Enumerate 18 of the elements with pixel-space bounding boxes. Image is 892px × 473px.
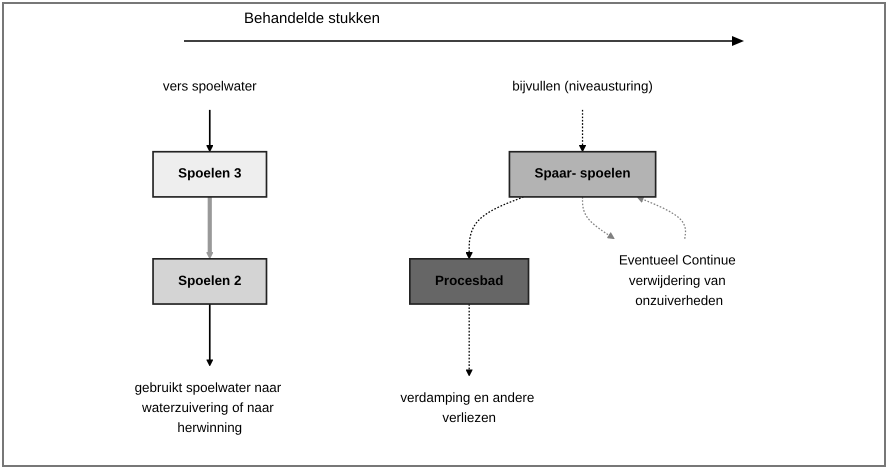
node-text: verdamping en andere verliezen (400, 391, 534, 426)
node-text: gebruikt spoelwater naar waterzuivering of naar herwinning (134, 381, 281, 436)
arrow (206, 196, 213, 260)
node-box: Spoelen 2 (152, 258, 267, 305)
node-box: Spaar- spoelen (508, 150, 656, 198)
direction-label: Behandelde stukken (244, 10, 380, 27)
arrow (465, 304, 472, 376)
node-text: bijvullen (niveausturing) (512, 80, 652, 94)
arrow (581, 196, 614, 240)
node-text: vers spoelwater (162, 80, 256, 94)
node-box: Procesbad (408, 258, 529, 305)
arrow (465, 196, 524, 260)
arrow (206, 304, 213, 366)
arrow (636, 196, 686, 239)
arrow (206, 110, 213, 152)
node-box: Spoelen 3 (152, 150, 267, 198)
arrow (578, 110, 586, 152)
node-text: Eventueel Continue verwijdering van onzuiverheden (618, 254, 736, 308)
